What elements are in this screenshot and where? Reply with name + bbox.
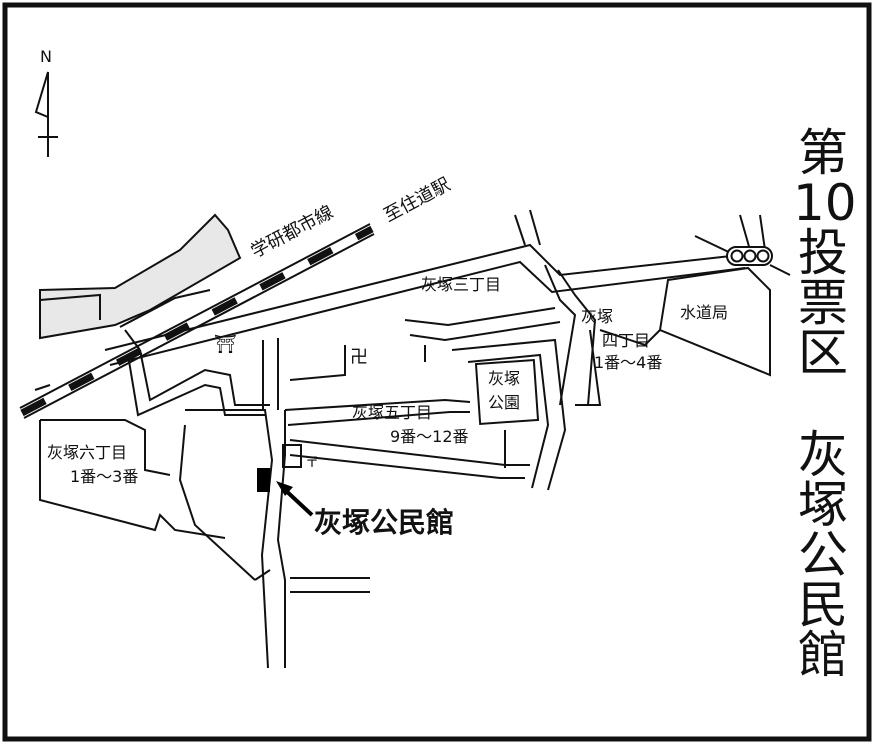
- shrine-icon: ⛩: [214, 334, 237, 355]
- title-char: 公: [798, 526, 848, 584]
- community-center-label: 灰塚公民館: [314, 506, 454, 539]
- district-rokuchome-label-1: 灰塚六丁目: [47, 443, 127, 462]
- temple-icon: 卍: [350, 347, 368, 368]
- title-char: 館: [798, 626, 848, 684]
- river-edge: [39, 293, 101, 320]
- district-yonchome-label-3: 1番～4番: [594, 353, 662, 372]
- district-yonchome-label-1: 灰塚: [581, 307, 613, 326]
- district-gochome-label-1: 灰塚五丁目: [352, 403, 432, 422]
- district-gochome-label-2: 9番～12番: [390, 427, 469, 446]
- district-rokuchome-label-2: 1番～3番: [70, 467, 138, 486]
- title-char: 区: [798, 324, 848, 382]
- polling-district-title: 第 10 投 票 区 灰 塚 公 民 館: [793, 124, 857, 688]
- roundabout: [726, 246, 773, 266]
- railway-direction-label: 至住道駅: [380, 174, 453, 226]
- compass-label: N: [40, 47, 52, 66]
- arrow-icon: [276, 481, 314, 517]
- community-center-marker: [257, 468, 270, 492]
- title-char: 投: [798, 224, 848, 282]
- title-char: 票: [798, 274, 848, 332]
- road-network: [34, 209, 791, 669]
- title-char: 塚: [798, 476, 848, 534]
- title-char: 第: [798, 124, 848, 182]
- title-char: 民: [798, 576, 848, 634]
- title-char: 10: [793, 174, 857, 232]
- district-yonchome-label-2: 四丁目: [602, 331, 650, 350]
- park-label-1: 灰塚: [488, 369, 520, 388]
- post-office-icon: 〒: [305, 455, 319, 471]
- district-sanchome-label: 灰塚三丁目: [421, 275, 501, 294]
- waterworks-label: 水道局: [680, 303, 728, 322]
- title-char: 灰: [798, 426, 848, 484]
- river: [39, 213, 242, 340]
- park-label-2: 公園: [488, 393, 520, 412]
- compass: N: [34, 47, 58, 157]
